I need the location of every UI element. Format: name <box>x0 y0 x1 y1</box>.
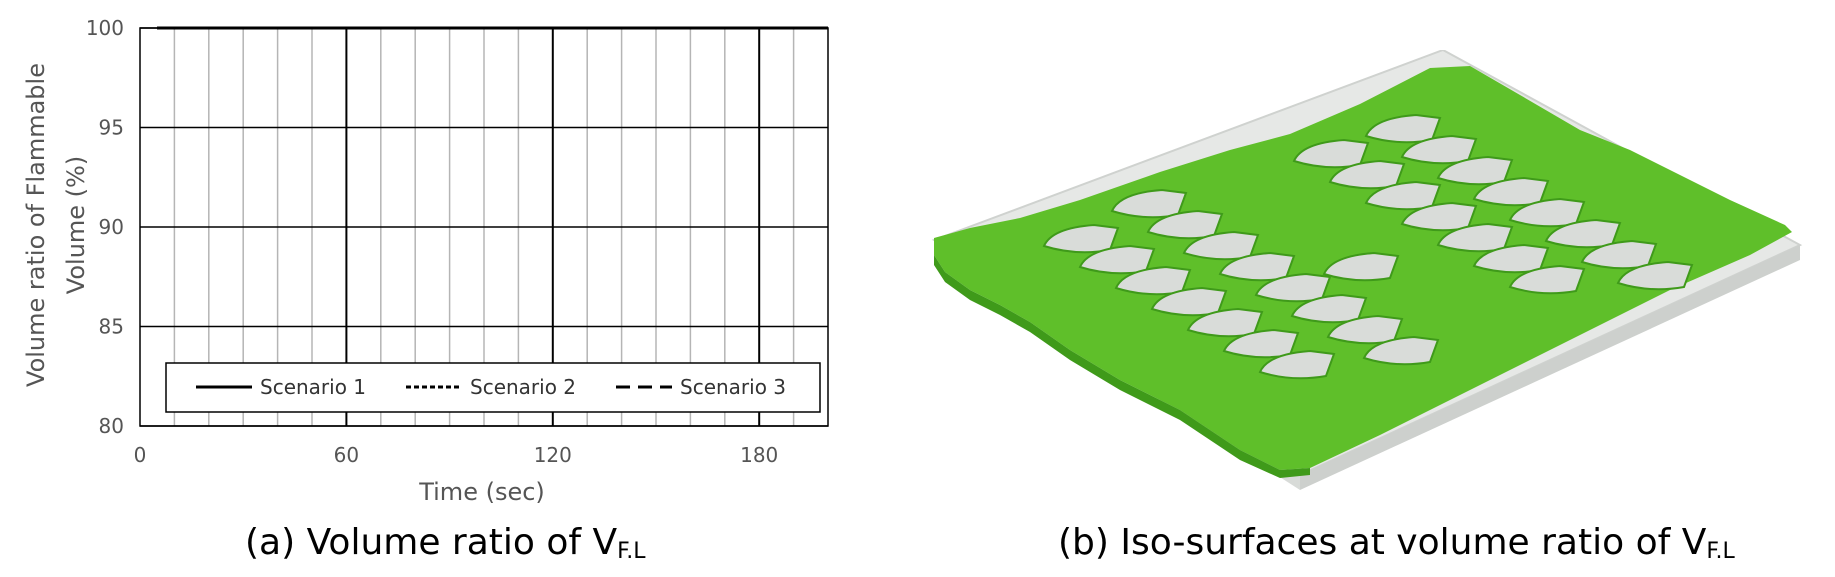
opening-shape <box>1146 209 1224 240</box>
opening <box>1114 265 1192 296</box>
opening <box>1254 272 1332 303</box>
opening-shape <box>1182 230 1260 261</box>
y-tick-label: 100 <box>86 16 124 40</box>
opening-shape <box>1508 264 1586 295</box>
opening <box>1150 286 1228 317</box>
y-tick-label: 95 <box>99 116 124 140</box>
opening <box>1078 244 1156 275</box>
legend: Scenario 1 Scenario 2 Scenario 3 <box>165 362 821 413</box>
grid-lines <box>140 27 828 427</box>
opening-center <box>1322 251 1400 282</box>
legend-label: Scenario 3 <box>680 375 786 399</box>
opening <box>1436 155 1514 186</box>
opening-shape <box>1544 218 1622 249</box>
caption-b: (b) Iso-surfaces at volume ratio of VF.L <box>1058 522 1735 564</box>
y-tick-label: 85 <box>99 315 124 339</box>
opening-shape <box>1254 272 1332 303</box>
opening <box>1290 293 1368 324</box>
y-tick-label: 90 <box>99 215 124 239</box>
opening-shape <box>1364 113 1442 144</box>
legend-box <box>165 362 821 413</box>
tick-labels: 0 60 120 180 80 85 90 95 100 <box>86 16 778 467</box>
opening <box>1110 188 1188 219</box>
opening <box>1580 239 1658 270</box>
opening <box>1436 222 1514 253</box>
opening <box>1616 260 1694 291</box>
y-tick-label: 80 <box>99 414 124 438</box>
opening-shape <box>1110 188 1188 219</box>
x-tick-label: 180 <box>740 443 778 467</box>
opening-shape <box>1150 286 1228 317</box>
opening <box>1258 349 1336 380</box>
x-tick-label: 120 <box>534 443 572 467</box>
legend-label: Scenario 1 <box>260 375 366 399</box>
opening <box>1182 230 1260 261</box>
opening <box>1472 243 1550 274</box>
opening-shape <box>1436 222 1514 253</box>
opening-shape <box>1326 314 1404 345</box>
y-axis-title-line2: Volume (%) <box>62 156 90 294</box>
opening <box>1326 314 1404 345</box>
opening <box>1362 335 1440 366</box>
opening-shape <box>1400 201 1478 232</box>
opening <box>1364 180 1442 211</box>
opening-shape <box>1078 244 1156 275</box>
caption-a: (a) Volume ratio of VF.L <box>245 522 646 564</box>
opening <box>1400 134 1478 165</box>
opening-shape <box>1328 159 1406 190</box>
opening <box>1146 209 1224 240</box>
opening-shape <box>1258 349 1336 380</box>
opening-shape <box>1436 155 1514 186</box>
opening <box>1364 113 1442 144</box>
opening-shape <box>1222 328 1300 359</box>
opening-center-shape <box>1322 251 1400 282</box>
opening-shape <box>1042 223 1120 254</box>
opening-shape <box>1364 180 1442 211</box>
opening-shape <box>1186 307 1264 338</box>
opening-shape <box>1400 134 1478 165</box>
iso-surface-figure <box>931 50 1803 490</box>
opening <box>1218 251 1296 282</box>
opening-shape <box>1580 239 1658 270</box>
opening <box>1400 201 1478 232</box>
opening-shape <box>1508 197 1586 228</box>
x-tick-label: 60 <box>334 443 359 467</box>
opening <box>1042 223 1120 254</box>
opening-shape <box>1114 265 1192 296</box>
opening-shape <box>1218 251 1296 282</box>
y-axis-title-line1: Volume ratio of Flammable <box>22 63 50 387</box>
opening <box>1544 218 1622 249</box>
opening-shape <box>1472 243 1550 274</box>
opening <box>1186 307 1264 338</box>
opening <box>1472 176 1550 207</box>
opening <box>1508 264 1586 295</box>
opening <box>1222 328 1300 359</box>
opening-shape <box>1362 335 1440 366</box>
x-tick-label: 0 <box>134 443 147 467</box>
opening <box>1508 197 1586 228</box>
opening-shape <box>1616 260 1694 291</box>
opening-shape <box>1472 176 1550 207</box>
opening-shape <box>1290 293 1368 324</box>
opening <box>1292 138 1370 169</box>
iso-surface-openings <box>1042 113 1694 380</box>
opening-shape <box>1292 138 1370 169</box>
legend-label: Scenario 2 <box>470 375 576 399</box>
x-axis-title: Time (sec) <box>418 478 545 506</box>
opening <box>1328 159 1406 190</box>
tunnel-box-right <box>1300 245 1800 490</box>
